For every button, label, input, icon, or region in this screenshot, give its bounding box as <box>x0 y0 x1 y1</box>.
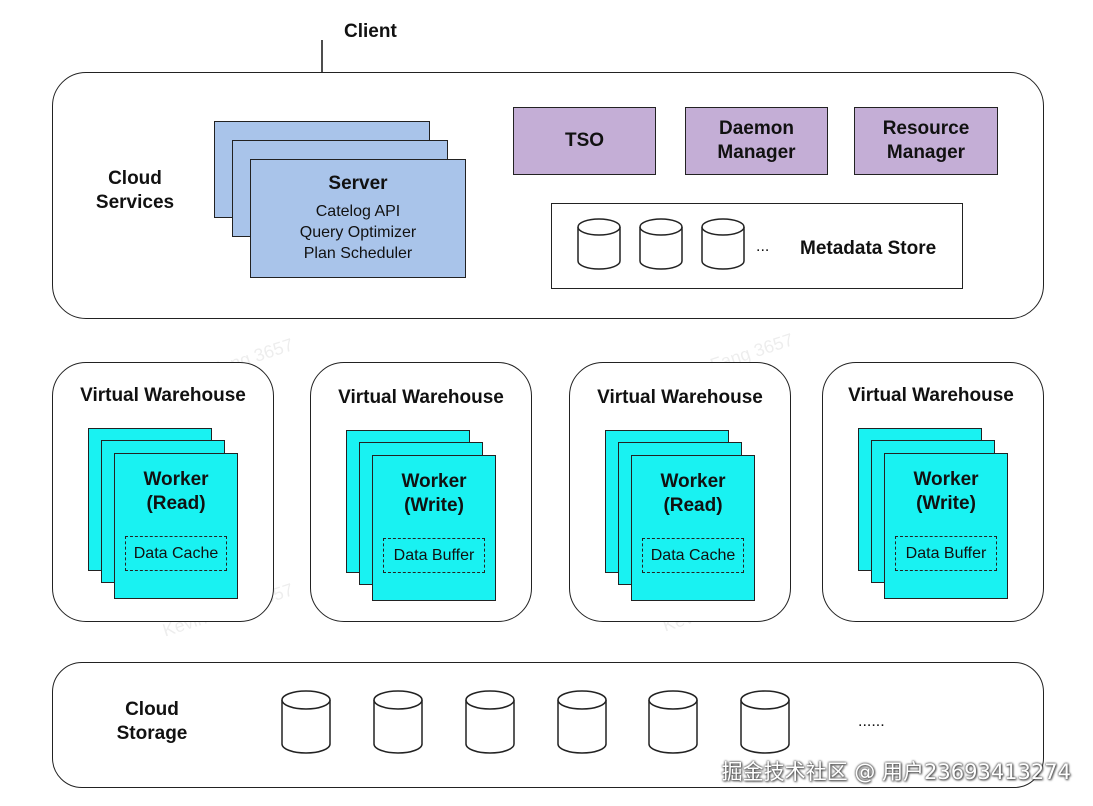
worker-title-line2-2: (Write) <box>404 495 464 516</box>
cloud-storage-label: Cloud Storage <box>100 698 204 746</box>
daemon-manager-box: Daemon Manager <box>685 107 828 175</box>
metadata-ellipsis: ... <box>756 238 770 255</box>
cloud-storage-label-line2: Storage <box>116 723 188 744</box>
daemon-manager-label-line1: Daemon <box>719 118 794 139</box>
worker-title-line1-2: Worker <box>401 471 467 492</box>
worker-title-3: Worker (Read) <box>632 470 754 518</box>
data-cache-box-3: Data Cache <box>642 538 744 573</box>
cloud-services-label-line1: Cloud <box>108 168 162 189</box>
virtual-warehouse-title-2: Virtual Warehouse <box>338 387 504 408</box>
worker-title-line1-1: Worker <box>143 469 209 490</box>
database-cylinder-icon <box>373 690 423 754</box>
worker-title-line2-3: (Read) <box>663 495 723 516</box>
virtual-warehouse-title-4: Virtual Warehouse <box>848 385 1014 406</box>
worker-title-line1-3: Worker <box>660 471 726 492</box>
tso-box: TSO <box>513 107 656 175</box>
data-buffer-box-2: Data Buffer <box>383 538 485 573</box>
server-line-query-optimizer: Query Optimizer <box>299 224 417 241</box>
worker-title-2: Worker (Write) <box>373 470 495 518</box>
worker-card-2: Worker (Write) Data Buffer <box>372 455 496 601</box>
client-label: Client <box>344 21 397 42</box>
worker-title-line2-1: (Read) <box>146 493 206 514</box>
worker-card-1: Worker (Read) Data Cache <box>114 453 238 599</box>
data-cache-box-1: Data Cache <box>125 536 227 571</box>
server-line-catalog-api: Catelog API <box>315 203 401 220</box>
server-title: Server <box>328 173 388 194</box>
worker-title-line1-4: Worker <box>913 469 979 490</box>
database-cylinder-icon <box>701 218 745 270</box>
server-card: Server Catelog API Query Optimizer Plan … <box>250 159 466 278</box>
database-cylinder-icon <box>557 690 607 754</box>
cloud-services-label: Cloud Services <box>80 167 190 215</box>
database-cylinder-icon <box>740 690 790 754</box>
cloud-storage-label-line1: Cloud <box>125 699 179 720</box>
database-cylinder-icon <box>281 690 331 754</box>
resource-manager-label-line2: Manager <box>886 142 966 163</box>
cloud-storage-panel <box>52 662 1044 788</box>
resource-manager-label-line1: Resource <box>882 118 970 139</box>
database-cylinder-icon <box>577 218 621 270</box>
worker-title-1: Worker (Read) <box>115 468 237 516</box>
worker-card-4: Worker (Write) Data Buffer <box>884 453 1008 599</box>
database-cylinder-icon <box>465 690 515 754</box>
cloud-storage-ellipsis: ...... <box>858 713 885 730</box>
cloud-services-label-line2: Services <box>95 192 175 213</box>
resource-manager-box: Resource Manager <box>854 107 998 175</box>
data-buffer-box-4: Data Buffer <box>895 536 997 571</box>
worker-title-4: Worker (Write) <box>885 468 1007 516</box>
virtual-warehouse-title-1: Virtual Warehouse <box>80 385 246 406</box>
database-cylinder-icon <box>639 218 683 270</box>
worker-card-3: Worker (Read) Data Cache <box>631 455 755 601</box>
server-line-plan-scheduler: Plan Scheduler <box>303 245 413 262</box>
database-cylinder-icon <box>648 690 698 754</box>
daemon-manager-label-line2: Manager <box>717 142 796 163</box>
tso-label: TSO <box>564 130 605 151</box>
footer-watermark: 掘金技术社区 @ 用户23693413274 <box>721 760 1071 784</box>
metadata-store-label: Metadata Store <box>800 238 937 259</box>
worker-title-line2-4: (Write) <box>916 493 976 514</box>
virtual-warehouse-title-3: Virtual Warehouse <box>597 387 763 408</box>
